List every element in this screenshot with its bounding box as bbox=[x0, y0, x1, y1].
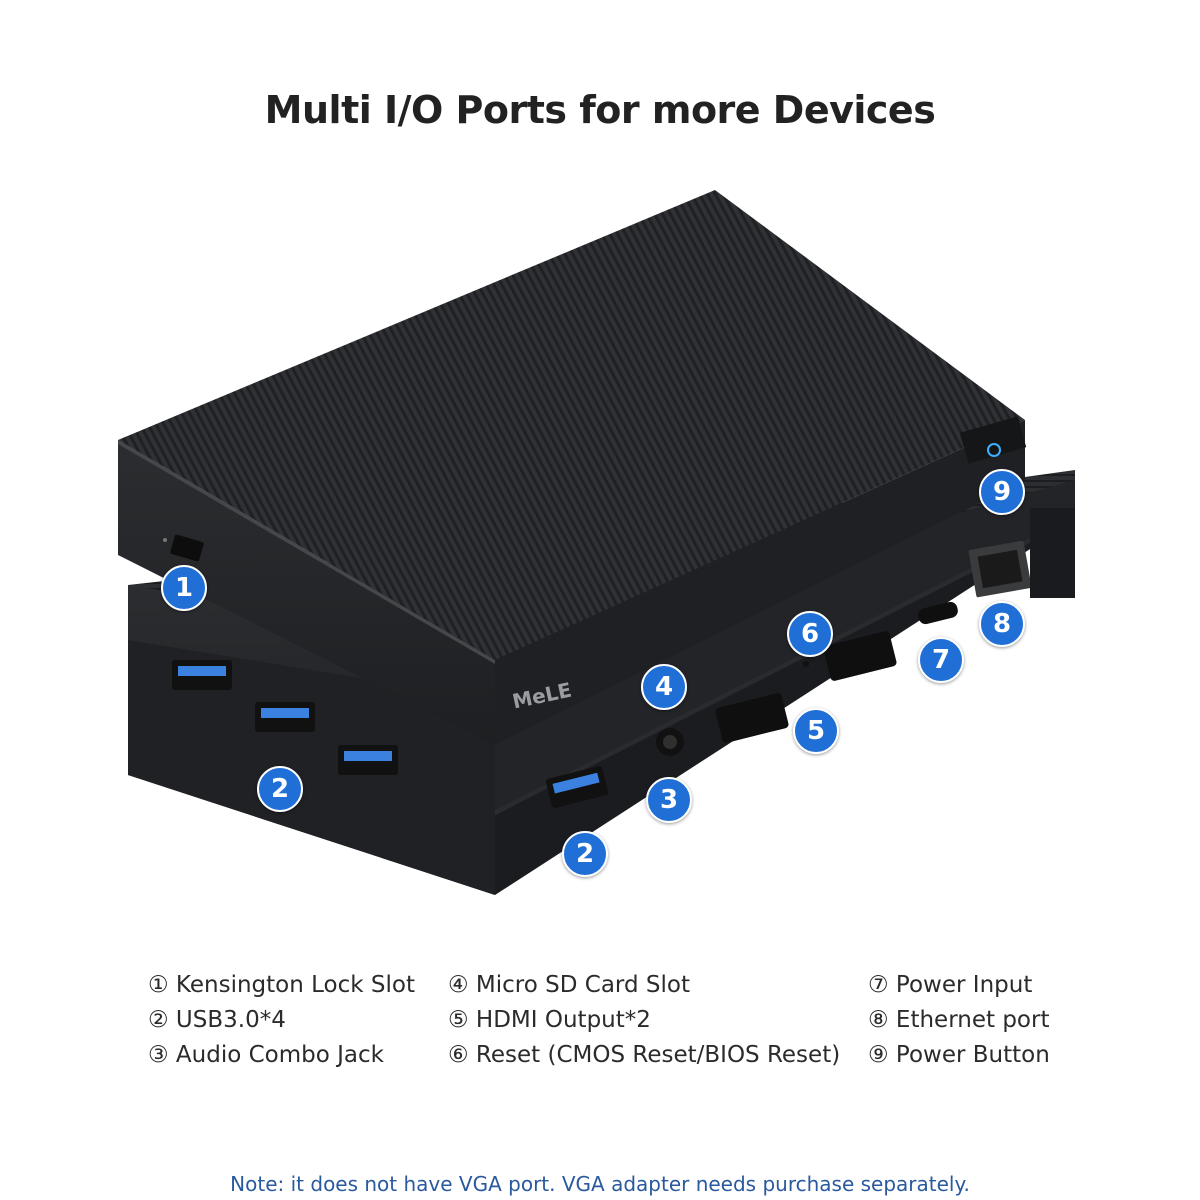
legend-item: ⑥ Reset (CMOS Reset/BIOS Reset) bbox=[448, 1042, 841, 1068]
upper-chassis bbox=[118, 190, 1027, 745]
legend-item: ① Kensington Lock Slot bbox=[148, 972, 415, 998]
mini-pc-illustration: MeLE bbox=[118, 190, 1075, 895]
right-port-panel bbox=[495, 508, 1075, 815]
usb-ports-left bbox=[172, 660, 398, 775]
callout-5: 5 bbox=[793, 708, 839, 754]
legend-item: ⑧ Ethernet port bbox=[868, 1007, 1050, 1033]
legend-item: ③ Audio Combo Jack bbox=[148, 1042, 384, 1068]
callout-4: 4 bbox=[641, 664, 687, 710]
callout-1: 1 bbox=[161, 565, 207, 611]
legend-item: ④ Micro SD Card Slot bbox=[448, 972, 690, 998]
legend-column-3: ⑦ Power Input ⑧ Ethernet port ⑨ Power Bu… bbox=[868, 968, 1050, 1073]
legend-item: ② USB3.0*4 bbox=[148, 1007, 286, 1033]
legend-item: ⑦ Power Input bbox=[868, 972, 1033, 998]
page-title: Multi I/O Ports for more Devices bbox=[264, 88, 936, 132]
callout-8: 8 bbox=[979, 601, 1025, 647]
vga-note: Note: it does not have VGA port. VGA ada… bbox=[230, 1172, 970, 1196]
callout-2-right: 2 bbox=[562, 831, 608, 877]
callout-3: 3 bbox=[646, 777, 692, 823]
legend-item: ⑨ Power Button bbox=[868, 1042, 1050, 1068]
legend-column-1: ① Kensington Lock Slot ② USB3.0*4 ③ Audi… bbox=[148, 968, 415, 1073]
legend-column-2: ④ Micro SD Card Slot ⑤ HDMI Output*2 ⑥ R… bbox=[448, 968, 840, 1073]
callout-6: 6 bbox=[787, 611, 833, 657]
callout-7: 7 bbox=[918, 637, 964, 683]
callout-9: 9 bbox=[979, 469, 1025, 515]
legend-item: ⑤ HDMI Output*2 bbox=[448, 1007, 651, 1033]
callout-2-left: 2 bbox=[257, 766, 303, 812]
